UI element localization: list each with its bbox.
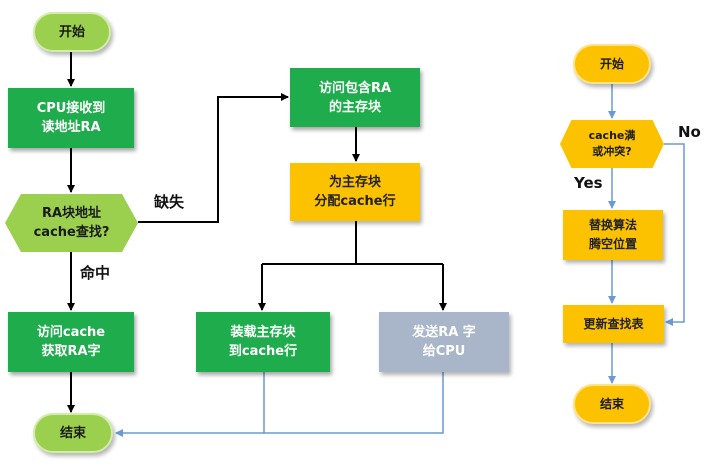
receive-address-box: CPU接收到 读地址RA xyxy=(8,88,134,148)
miss-label: 缺失 xyxy=(154,193,185,211)
start-node: 开始 xyxy=(33,12,111,52)
allocate-line-box: 为主存块 分配cache行 xyxy=(290,163,420,221)
start-label: 开始 xyxy=(58,24,85,40)
lookup-line-2: cache查找? xyxy=(33,225,110,240)
access-memory-line-2: 的主存块 xyxy=(328,99,381,115)
load-line-2: 到cache行 xyxy=(228,344,298,359)
allocate-line-2: 分配cache行 xyxy=(314,194,396,209)
arrow-miss-to-access-mem xyxy=(138,93,289,223)
allocate-line-1: 为主存块 xyxy=(328,175,381,190)
hit-label: 命中 xyxy=(80,264,111,282)
update-label: 更新查找表 xyxy=(583,316,644,331)
send-line-1: 发送RA 字 xyxy=(412,325,476,340)
arrow-r-no-to-update xyxy=(664,143,685,326)
no-label: No xyxy=(678,123,701,141)
full-conflict-decision: cache满 或冲突? xyxy=(560,120,664,168)
right-end-label: 结束 xyxy=(599,396,624,411)
access-cache-box: 访问cache 获取RA字 xyxy=(8,312,134,372)
right-start-label: 开始 xyxy=(599,56,624,71)
access-memory-line-1: 访问包含RA xyxy=(318,80,392,96)
access-cache-line-1: 访问cache xyxy=(36,325,106,340)
replace-box: 替换算法 腾空位置 xyxy=(563,210,663,260)
send-line-2: 给CPU xyxy=(422,344,466,359)
replace-line-2: 腾空位置 xyxy=(588,237,637,251)
return-load-send-to-end xyxy=(263,372,444,434)
end-label: 结束 xyxy=(59,425,86,441)
full-conflict-line-2: 或冲突? xyxy=(592,145,632,158)
replace-line-1: 替换算法 xyxy=(588,218,637,232)
right-start-node: 开始 xyxy=(573,44,651,84)
send-word-box: 发送RA 字 给CPU xyxy=(379,312,509,372)
load-line-1: 装载主存块 xyxy=(230,325,296,340)
access-memory-box: 访问包含RA 的主存块 xyxy=(290,68,420,127)
yes-label: Yes xyxy=(574,174,603,192)
receive-line-1: CPU接收到 xyxy=(36,101,106,116)
receive-line-2: 读地址RA xyxy=(41,120,101,135)
full-conflict-line-1: cache满 xyxy=(588,129,636,142)
right-end-node: 结束 xyxy=(573,384,651,424)
lookup-line-1: RA块地址 xyxy=(41,206,102,221)
end-node: 结束 xyxy=(33,413,113,453)
load-block-box: 装载主存块 到cache行 xyxy=(196,312,330,372)
access-cache-line-2: 获取RA字 xyxy=(41,344,101,359)
update-table-box: 更新查找表 xyxy=(563,305,664,343)
lookup-decision: RA块地址 cache查找? xyxy=(5,194,138,252)
